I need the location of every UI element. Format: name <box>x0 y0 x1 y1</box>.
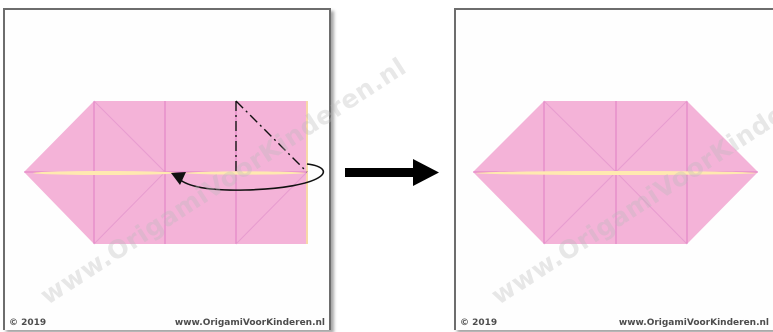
step-panel-after: www.OrigamiVoorKinderen.nl © 2019 www.Or… <box>454 8 773 330</box>
center-highlight <box>476 171 756 175</box>
site-url-text: www.OrigamiVoorKinderen.nl <box>174 318 325 328</box>
crease-line <box>235 171 308 245</box>
fold-arrow <box>176 163 325 191</box>
origami-diagram-after <box>473 100 758 245</box>
site-url-text: www.OrigamiVoorKinderen.nl <box>618 318 769 328</box>
fold-arrowhead <box>171 172 186 185</box>
crease-line <box>615 100 688 173</box>
center-highlight <box>33 171 177 175</box>
valley-fold-line <box>235 100 308 173</box>
next-step-arrow-icon <box>345 159 439 186</box>
crease-line <box>615 171 688 245</box>
copyright-text: © 2019 <box>9 318 47 328</box>
crease-line <box>543 100 617 173</box>
crease-line <box>543 171 617 245</box>
crease-line <box>93 100 166 173</box>
copyright-text: © 2019 <box>460 318 498 328</box>
crease-line <box>93 171 166 245</box>
origami-diagram-before <box>24 100 325 245</box>
step-panel-before: www.OrigamiVoorKinderen.nl © 2019 www.Or… <box>3 8 411 330</box>
